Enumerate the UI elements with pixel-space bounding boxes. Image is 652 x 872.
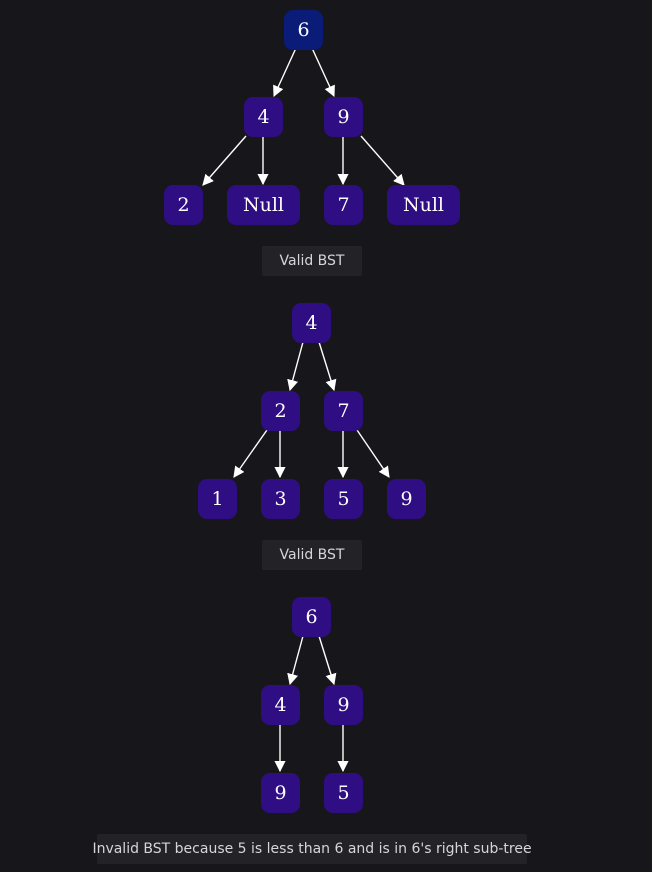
- edge-2-to-1: [233, 429, 268, 478]
- tree-node-root: 6: [284, 10, 323, 50]
- tree-node: 9: [261, 773, 300, 813]
- tree-node-root: 6: [292, 597, 331, 637]
- tree-node: 4: [261, 685, 300, 725]
- bst-diagram-1-edges: [202, 47, 405, 186]
- tree-node: 5: [324, 479, 363, 519]
- tree-node: 2: [164, 185, 203, 225]
- tree-node: 7: [324, 391, 363, 431]
- tree-node-null: Null: [227, 185, 300, 225]
- edge-7-to-9: [356, 429, 390, 478]
- edge-6-to-4: [273, 47, 297, 98]
- edge-4-to-2: [202, 135, 247, 186]
- bst-diagram-1: 6 4 9 2 Null 7 Null Valid BST: [0, 0, 652, 290]
- tree-node: 5: [324, 773, 363, 813]
- tree-node: 4: [244, 97, 283, 137]
- bst-diagram-2: 4 2 7 1 3 5 9 Valid BST: [0, 294, 652, 584]
- tree-node: 9: [387, 479, 426, 519]
- diagram-caption: Invalid BST because 5 is less than 6 and…: [92, 834, 532, 864]
- bst-diagram-3-edges: [274, 635, 349, 773]
- tree-node-null: Null: [387, 185, 460, 225]
- tree-node: 1: [198, 479, 237, 519]
- diagram-caption: Valid BST: [262, 246, 362, 276]
- tree-node: 9: [324, 97, 363, 137]
- tree-node: 9: [324, 685, 363, 725]
- edge-4-to-7: [318, 341, 337, 392]
- bst-diagram-2-edges: [233, 341, 390, 479]
- edge-6-to-9: [318, 635, 337, 686]
- edge-9-to-null: [360, 135, 405, 186]
- diagram-caption: Valid BST: [262, 540, 362, 570]
- edge-6-to-4: [287, 635, 304, 686]
- tree-node: 3: [261, 479, 300, 519]
- bst-diagram-3: 6 4 9 9 5 Invalid BST because 5 is less …: [0, 588, 652, 872]
- tree-node-root: 4: [292, 303, 331, 343]
- edge-4-to-2: [287, 341, 304, 392]
- edge-6-to-9: [311, 47, 335, 98]
- tree-node: 2: [261, 391, 300, 431]
- tree-node: 7: [324, 185, 363, 225]
